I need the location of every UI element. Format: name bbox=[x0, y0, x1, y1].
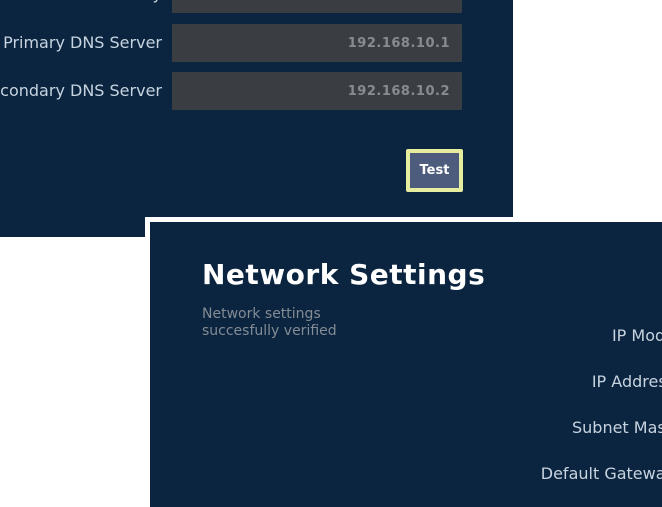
ip-address-label: IP Address bbox=[591, 372, 662, 391]
secondary-dns-label: Secondary DNS Server bbox=[0, 81, 162, 100]
status-message: Network settings succesfully verified bbox=[202, 306, 337, 340]
default-gateway-input[interactable] bbox=[172, 0, 462, 13]
secondary-dns-input[interactable] bbox=[172, 72, 462, 110]
page-title: Network Settings bbox=[202, 258, 486, 291]
test-button[interactable]: Test bbox=[406, 149, 463, 192]
primary-dns-input[interactable] bbox=[172, 24, 462, 62]
status-line-1: Network settings bbox=[202, 306, 321, 322]
ip-mode-label: IP Mode bbox=[611, 326, 662, 345]
subnet-mask-label: Subnet Mask bbox=[571, 418, 662, 437]
status-line-2: succesfully verified bbox=[202, 323, 337, 339]
default-gateway-label: Default Gateway bbox=[0, 0, 162, 13]
dns-settings-panel: Default Gateway Primary DNS Server Secon… bbox=[0, 0, 513, 237]
primary-dns-label: Primary DNS Server bbox=[3, 33, 162, 52]
network-settings-panel: Network Settings Network settings succes… bbox=[145, 217, 662, 507]
default-gateway-field-label: Default Gateway bbox=[540, 464, 662, 483]
